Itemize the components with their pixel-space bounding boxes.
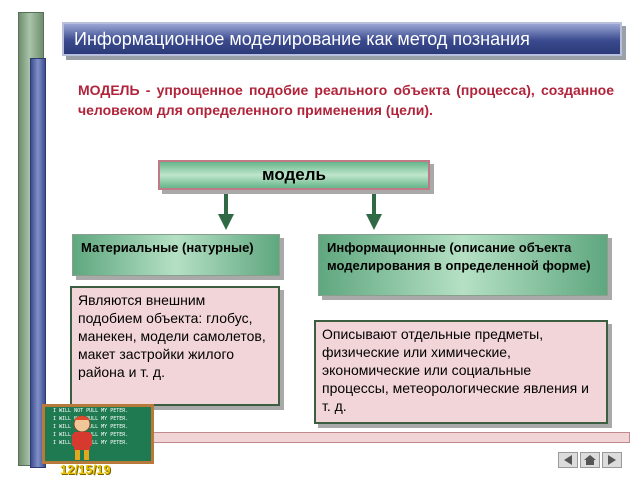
description-material: Являются внешним подобием объекта: глобу… <box>70 286 280 406</box>
chalkboard-line: I WILL NOT PULL MY PETER. <box>53 416 129 422</box>
description-informational: Описывают отдельные предметы, физические… <box>314 320 608 424</box>
arrow-right-icon <box>608 455 616 465</box>
category-material: Материальные (натурные) <box>72 234 280 276</box>
arrow-down-icon <box>218 194 234 230</box>
arrow-left-icon <box>564 455 572 465</box>
slide-date: 12/15/19 <box>60 462 111 477</box>
frame-inner-bar <box>30 58 46 468</box>
slide-title: Информационное моделирование как метод п… <box>74 28 530 49</box>
next-slide-button[interactable] <box>602 452 622 468</box>
model-label: модель <box>261 165 326 184</box>
home-icon <box>584 455 596 465</box>
model-box: модель <box>158 160 430 190</box>
category-informational: Информационные (описание объекта моделир… <box>318 234 608 296</box>
chalkboard-line: I WILL NOT PULL MY PETER. <box>53 424 129 430</box>
arrow-down-icon <box>366 194 382 230</box>
prev-slide-button[interactable] <box>558 452 578 468</box>
home-button[interactable] <box>580 452 600 468</box>
model-definition: МОДЕЛЬ - упрощенное подобие реального об… <box>78 82 614 118</box>
chalkboard-line: I WILL NOT PULL MY PETER. <box>53 408 129 414</box>
teacher-icon <box>72 415 92 460</box>
title-banner: Информационное моделирование как метод п… <box>62 22 622 56</box>
